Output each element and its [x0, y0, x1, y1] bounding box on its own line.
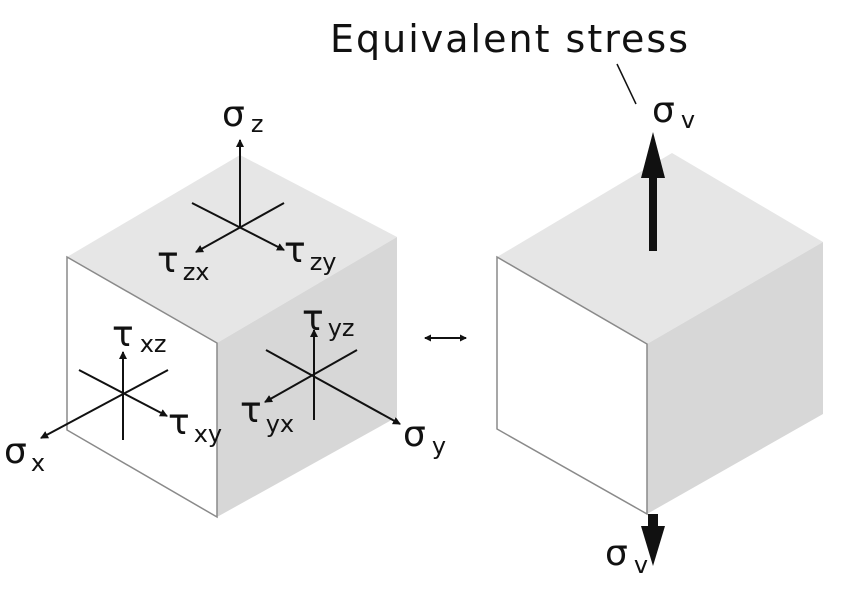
- sigma-y-arrow: [265, 349, 401, 425]
- top-face-axes: [191, 139, 285, 253]
- left-cube-front-face: [66, 255, 218, 519]
- tau-yx-arrow: [264, 349, 358, 403]
- left-cube-side-face: [217, 237, 397, 517]
- sigma-v-bottom-arrow: [641, 514, 665, 566]
- right-cube: [496, 153, 823, 516]
- equivalent-stress-title: Equivalent stress: [330, 17, 690, 61]
- front-face-axes: [40, 351, 169, 440]
- top-face-line-b: [195, 202, 285, 253]
- right-cube-side-face: [647, 242, 823, 514]
- left-cube: [66, 155, 397, 519]
- title-leader-line: [616, 63, 637, 105]
- left-cube-top-face: [67, 155, 397, 343]
- right-cube-front-face: [496, 255, 648, 516]
- side-face-axes: [264, 329, 401, 425]
- sigma-x-arrow: [40, 369, 169, 439]
- right-cube-top-face: [497, 153, 823, 344]
- sigma-v-top-arrow: [641, 132, 665, 251]
- top-face-line-a: [191, 202, 285, 251]
